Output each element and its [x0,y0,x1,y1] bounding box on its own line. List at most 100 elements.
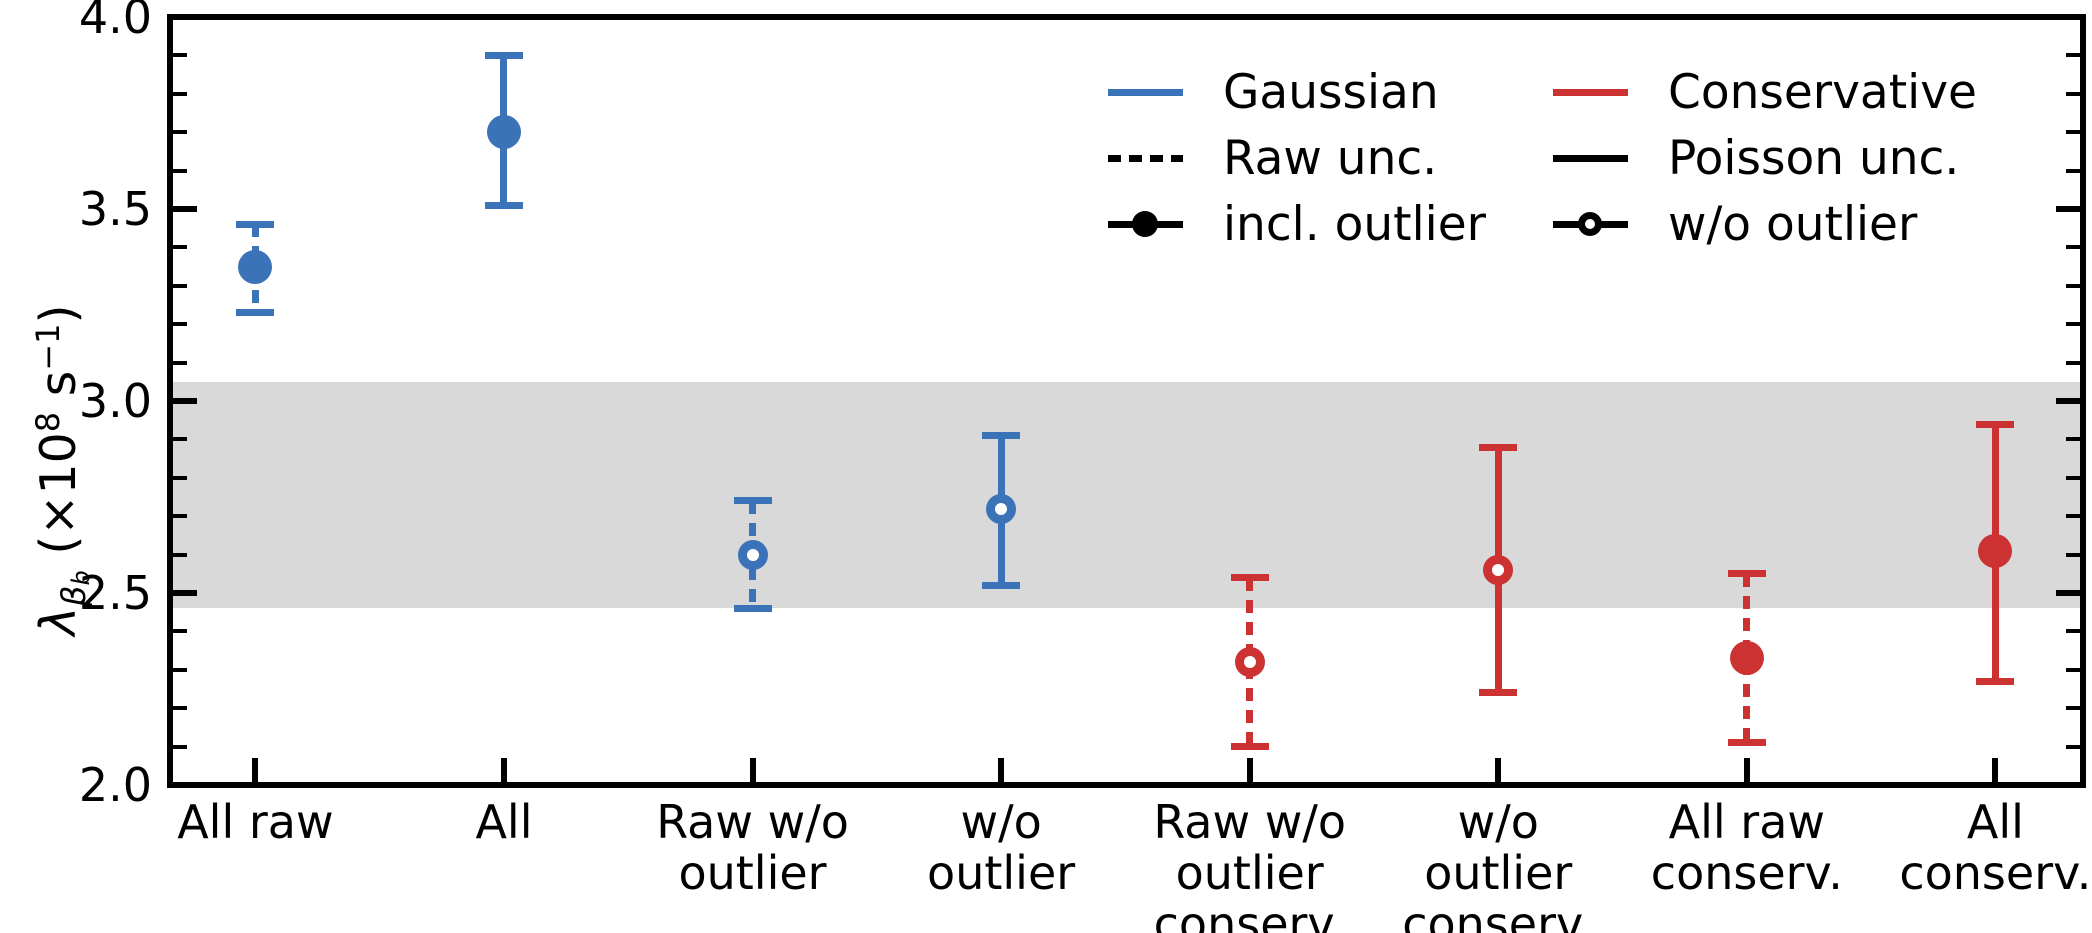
y-minor-tick-right [2066,168,2080,173]
error-bar-cap-top [1976,420,2015,428]
data-point-open [1483,554,1514,585]
error-bar-cap-bottom [1727,739,1766,747]
y-minor-tick-right [2066,360,2080,365]
x-tick [252,758,259,782]
legend-entry: Raw unc. [1108,125,1486,191]
x-category-label-line: All raw [177,795,334,849]
y-major-tick-right [2056,590,2080,596]
legend-swatch-line-open-dot [1553,191,1628,257]
x-category-label: All raw [95,797,415,848]
y-minor-tick [173,130,187,135]
error-bar-cap-bottom [484,201,523,209]
line-icon [1553,88,1628,96]
data-point-filled [238,249,273,284]
y-minor-tick-right [2066,629,2080,634]
x-category-label-line: Raw w/o [656,795,849,849]
y-minor-tick-right [2066,53,2080,58]
y-minor-tick-right [2066,130,2080,135]
x-category-label-line: conserv. [1650,846,1843,900]
y-minor-tick-right [2066,552,2080,557]
legend-label: incl. outlier [1223,196,1486,252]
x-category-label-line: conserv. [1899,846,2092,900]
legend-entry: Poisson unc. [1553,125,1977,191]
data-point-filled [1978,533,2013,568]
y-axis-unit-open: (×10 [30,432,87,571]
error-bar-cap-top [982,432,1021,440]
y-major-tick [173,590,197,596]
error-bar-cap-bottom [982,581,1021,589]
y-tick-label: 3.5 [78,182,152,236]
x-category-label-line: All [475,795,533,849]
x-tick [998,758,1005,782]
legend-entry: Gaussian [1108,59,1486,125]
legend-label: w/o outlier [1668,196,1918,252]
y-minor-tick-right [2066,514,2080,519]
error-bar-cap-top [1230,574,1269,582]
x-category-label-line: All [1966,795,2024,849]
y-major-tick [173,398,197,404]
y-minor-tick-right [2066,706,2080,711]
x-tick [1495,758,1502,782]
y-minor-tick [173,437,187,442]
legend-entry: incl. outlier [1108,191,1486,257]
x-category-label-line: outlier [1424,846,1573,900]
y-minor-tick-right [2066,744,2080,749]
y-minor-tick-right [2066,322,2080,327]
x-category-label-line: w/o [1457,795,1539,849]
y-minor-tick [173,744,187,749]
line-icon [1108,88,1183,96]
legend-label: Gaussian [1223,64,1439,120]
x-category-label-line: conserv. [1153,897,1346,933]
x-tick [1743,758,1750,782]
error-bar-cap-top [1727,570,1766,578]
legend-swatch-solid-line [1108,59,1183,125]
plot-spines [167,14,2086,788]
legend-label: Poisson unc. [1668,130,1960,186]
y-minor-tick [173,706,187,711]
y-axis-label: λβb (×108 s−1) [15,160,95,780]
x-tick [1992,758,1999,782]
x-category-label-line: conserv. [1402,897,1595,933]
y-tick-label: 2.5 [78,566,152,620]
y-minor-tick [173,53,187,58]
x-category-label-line: outlier [927,846,1076,900]
x-category-label-line: w/o [960,795,1042,849]
error-bar-cap-bottom [1479,689,1518,697]
y-minor-tick [173,245,187,250]
y-minor-tick [173,360,187,365]
x-category-label: All [344,797,664,848]
legend-swatch-solid-line [1553,59,1628,125]
y-minor-tick [173,667,187,672]
y-minor-tick [173,629,187,634]
open-dot-icon [1578,212,1602,236]
error-bar-cap-top [1479,443,1518,451]
error-bar-cap-bottom [1976,677,2015,685]
data-point-filled [486,115,521,150]
y-tick-label: 2.0 [78,758,152,812]
y-minor-tick [173,514,187,519]
y-axis-unit-close: ) [30,304,87,324]
line-icon [1553,154,1628,162]
y-tick-label: 3.0 [78,374,152,428]
y-minor-tick [173,322,187,327]
legend-entry: Conservative [1553,59,1977,125]
y-tick-label: 4.0 [78,0,152,44]
error-bar-cap-top [733,497,772,505]
data-point-filled [1729,641,1764,676]
y-major-tick [173,206,197,212]
x-category-label-line: outlier [1175,846,1324,900]
y-minor-tick-right [2066,667,2080,672]
legend-swatch-solid-line [1553,125,1628,191]
x-category-label-line: outlier [678,846,827,900]
legend-label: Raw unc. [1223,130,1438,186]
y-minor-tick-right [2066,91,2080,96]
error-bar-cap-bottom [733,604,772,612]
y-axis-unit-s-exponent: −1 [29,323,67,371]
y-minor-tick-right [2066,283,2080,288]
